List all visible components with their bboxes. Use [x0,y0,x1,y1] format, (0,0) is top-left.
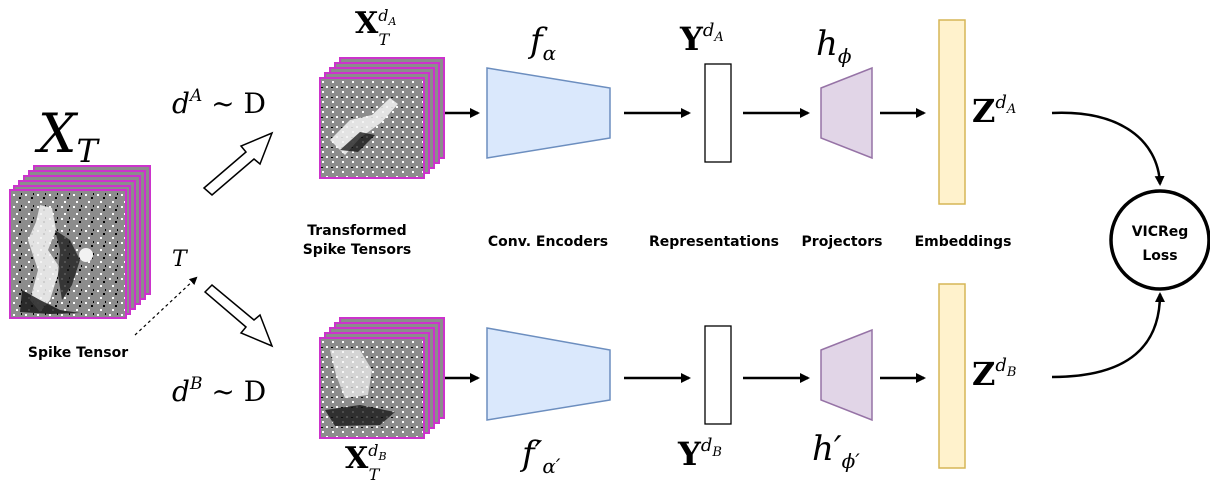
h-phi-label: hϕ [816,24,852,68]
t-transform-label: T [172,247,189,272]
representations-label: Representations [649,234,779,250]
vicreg-loss-node: VICReg Loss [1109,189,1210,291]
embedding-b [938,283,966,469]
transformed-tensor-stack-a [319,57,445,179]
branch-a-hollow-arrow [202,131,274,196]
transformed-frame-a [319,77,425,179]
arrow-zb-to-loss [1051,292,1165,379]
transform-dotted-arrow [134,276,198,336]
f-alpha-prime-label: f′α′ [519,434,561,478]
embedding-a [938,19,966,205]
transformed-label-line1: Transformed [307,223,406,239]
h-phi-prime-label: h′ϕ′ [812,429,860,473]
da-sample-label: dA ~ D [172,86,266,120]
loss-label-line2: Loss [1142,248,1177,264]
transformed-frame-b [319,337,425,439]
y-da-label: YdA [679,20,724,58]
xt-label: XT [34,102,100,170]
arrow-za-to-loss [1051,111,1165,186]
spike-frame-image [9,189,127,319]
branch-b-hollow-arrow [203,283,274,348]
encoder-b [486,327,611,421]
z-db-label: ZdB [972,355,1016,393]
input-spike-tensor-stack [9,165,151,319]
loss-label-line1: VICReg [1132,224,1189,240]
encoder-a [486,67,611,159]
projector-a [820,66,873,160]
db-sample-label: dB ~ D [172,374,266,408]
representation-a [704,63,732,163]
spike-tensor-label: Spike Tensor [28,345,128,361]
projectors-label: Projectors [802,234,883,250]
transformed-label-line2: Spike Tensors [303,242,412,258]
f-alpha-label: fα [527,21,557,65]
embeddings-label: Embeddings [915,234,1012,250]
y-db-label: YdB [677,435,722,473]
conv-encoders-label: Conv. Encoders [488,234,608,250]
projector-b [820,328,873,422]
representation-b [704,325,732,425]
transformed-tensor-stack-b [319,317,445,439]
z-da-label: ZdA [972,92,1016,130]
